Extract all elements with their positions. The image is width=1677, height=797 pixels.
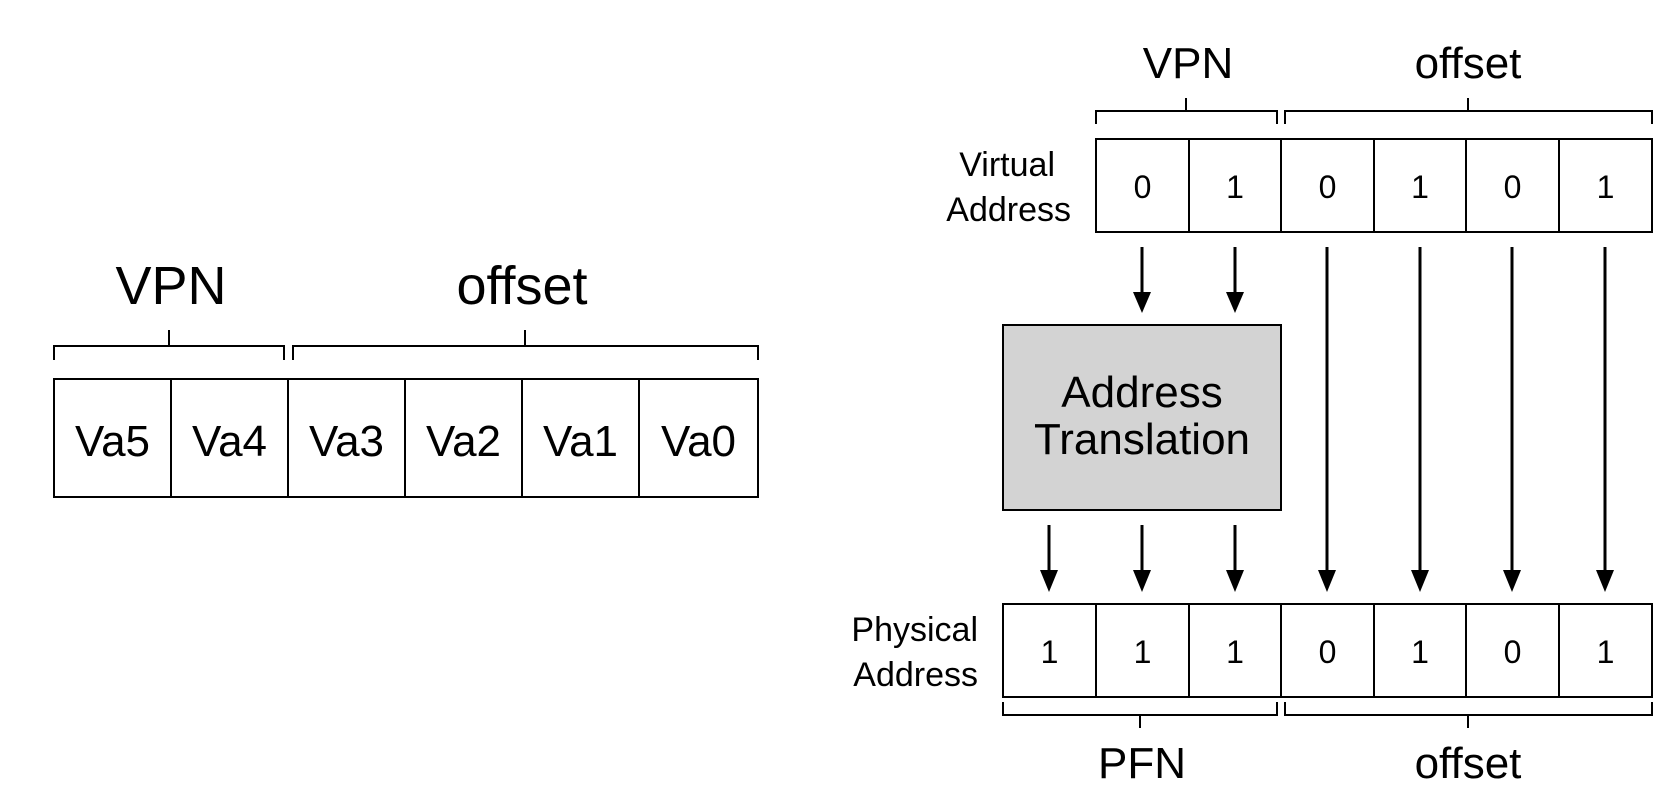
address-translation-box: Address Translation [1002,324,1282,511]
physical-bit-label: 0 [1504,634,1522,670]
down-arrow-icon [1318,247,1336,592]
left-vpn-label: VPN [115,256,226,316]
virtual-bit-cell: 1 [1188,138,1282,233]
virtual-bit-cell: 1 [1558,138,1653,233]
virtual-address-label-line2: Address [946,191,1071,229]
virtual-bit-cell: 0 [1465,138,1560,233]
physical-bit-cell: 1 [1002,603,1097,698]
virtual-address-label: Virtual [959,146,1055,184]
left-diagram: VPN offset Va5 Va4 Va3 Va2 Va1 [53,256,759,498]
virtual-bit-label: 0 [1319,169,1337,205]
physical-bit-label: 1 [1041,634,1059,670]
virtual-bit-cell: 0 [1280,138,1375,233]
left-bit-cell: Va1 [521,378,640,498]
physical-bit-cell: 1 [1095,603,1190,698]
address-translation-label-line1: Address [1061,368,1222,417]
physical-address-label-line2: Address [853,656,978,694]
physical-bit-label: 1 [1226,634,1244,670]
address-translation-label-line2: Translation [1034,415,1250,464]
physical-bit-cell: 0 [1280,603,1375,698]
physical-address-label-2: Address [853,656,978,694]
left-bit-cell: Va5 [53,378,172,498]
left-bit-cell: Va3 [287,378,406,498]
right-vpn-label: VPN [1143,39,1233,88]
pfn-arrows [1040,525,1244,592]
pfn-brace [1002,702,1278,728]
left-offset-brace [292,330,759,360]
right-diagram: VPN offset Virtual Address 0 1 0 [851,39,1653,788]
right-offset-top-label: offset [1415,39,1522,88]
left-bit-cell: Va2 [404,378,523,498]
down-arrow-icon [1226,525,1244,592]
right-offset-bottom-brace [1284,702,1653,728]
virtual-bit-label: 1 [1597,169,1615,205]
virtual-address-label-2: Address [946,191,1071,229]
offset-arrows [1318,247,1614,592]
left-bit-label: Va2 [426,417,501,466]
down-arrow-icon [1411,247,1429,592]
left-bit-cell: Va0 [638,378,759,498]
physical-bit-cell: 1 [1188,603,1282,698]
physical-bit-label: 1 [1134,634,1152,670]
physical-bit-label: 1 [1411,634,1429,670]
virtual-bit-label: 1 [1226,169,1244,205]
down-arrow-icon [1226,247,1244,313]
left-bit-label: Va1 [543,417,618,466]
left-offset-label: offset [456,256,587,316]
right-offset-top-brace [1284,98,1653,124]
vpn-arrows [1133,247,1244,313]
physical-bit-cell: 1 [1373,603,1467,698]
virtual-bit-label: 1 [1411,169,1429,205]
left-bit-cell: Va4 [170,378,289,498]
virtual-bit-cell: 0 [1095,138,1190,233]
left-bit-label: Va3 [309,417,384,466]
virtual-bit-cell: 1 [1373,138,1467,233]
physical-bit-cell: 0 [1465,603,1560,698]
physical-bit-label: 0 [1319,634,1337,670]
right-offset-bottom-label: offset [1415,739,1522,788]
virtual-bit-cells: 0 1 0 1 0 1 [1095,138,1653,233]
physical-address-label-line1: Physical [851,611,978,649]
left-bit-cells: Va5 Va4 Va3 Va2 Va1 Va0 [53,378,759,498]
left-bit-label: Va0 [661,417,736,466]
down-arrow-icon [1596,247,1614,592]
right-vpn-brace [1095,98,1278,124]
left-bit-label: Va5 [75,417,150,466]
physical-address-label-1: Physical [851,611,978,649]
left-bit-label: Va4 [192,417,267,466]
physical-bit-cell: 1 [1558,603,1653,698]
physical-bit-cells: 1 1 1 0 1 0 1 [1002,603,1653,698]
physical-bit-label: 1 [1597,634,1615,670]
down-arrow-icon [1503,247,1521,592]
virtual-bit-label: 0 [1134,169,1152,205]
down-arrow-icon [1040,525,1058,592]
virtual-bit-label: 0 [1504,169,1522,205]
down-arrow-icon [1133,525,1151,592]
virtual-address-label-line1: Virtual [959,146,1055,184]
down-arrow-icon [1133,247,1151,313]
left-vpn-brace [53,330,285,360]
pfn-label: PFN [1098,739,1186,788]
